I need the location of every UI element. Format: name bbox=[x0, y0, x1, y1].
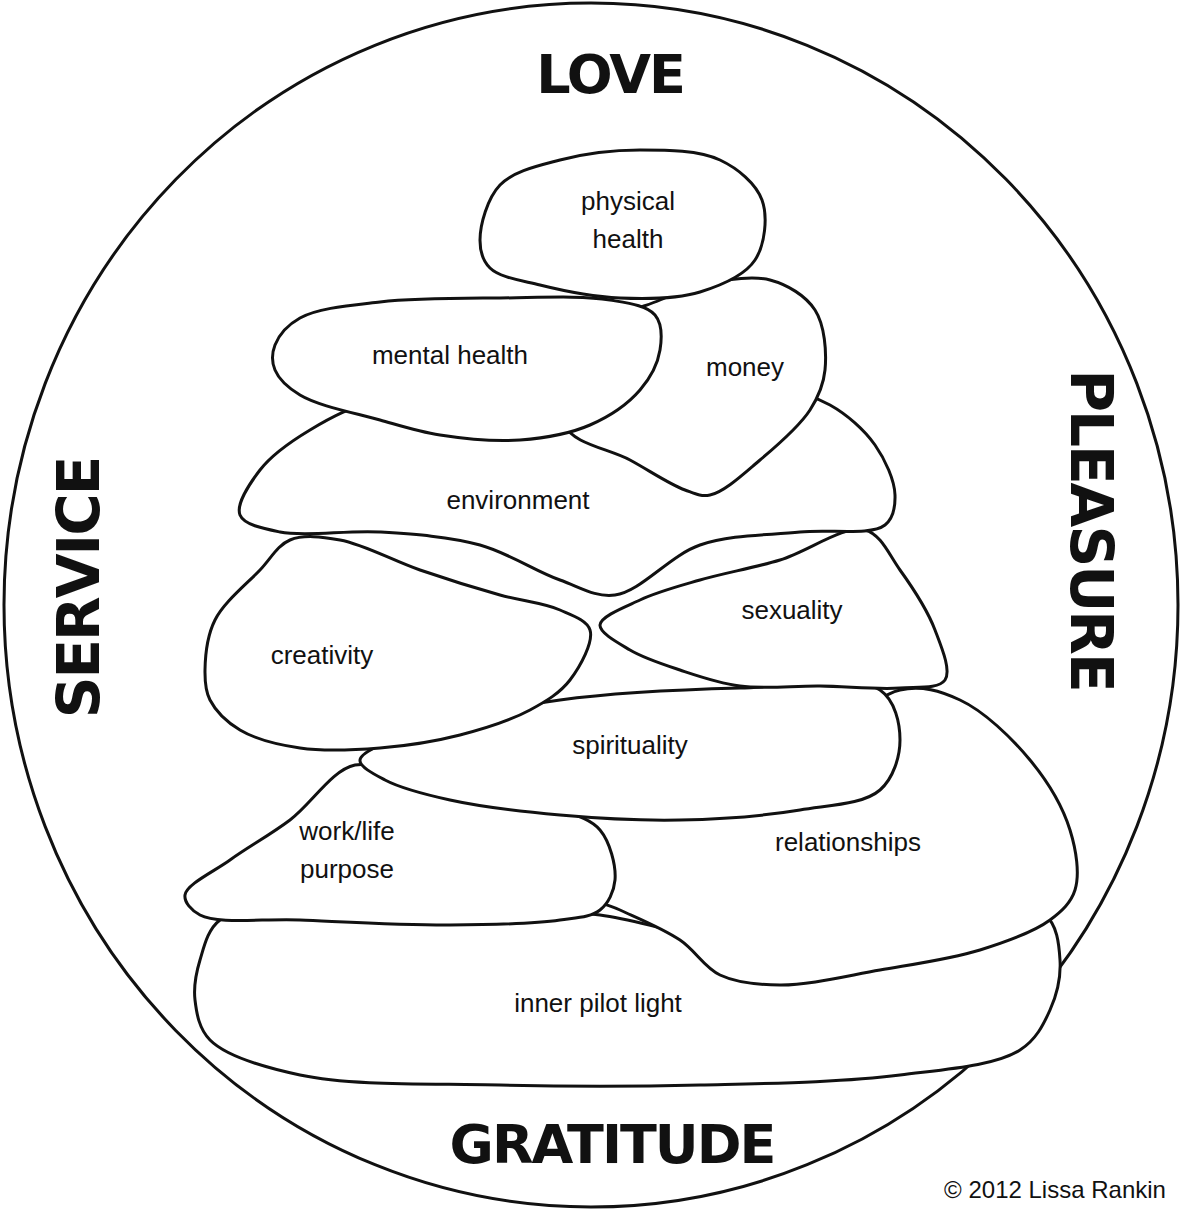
stone-label: creativity bbox=[222, 636, 422, 674]
stone-label: relationships bbox=[728, 823, 968, 861]
stone-outline bbox=[360, 682, 900, 821]
stone-label: physical health bbox=[548, 182, 708, 258]
stone-label: sexuality bbox=[692, 591, 892, 629]
theme-word: SERVICE bbox=[48, 458, 112, 719]
stone-label: inner pilot light bbox=[468, 984, 728, 1022]
theme-word: PLEASURE bbox=[1058, 369, 1122, 690]
copyright-note: © 2012 Lissa Rankin bbox=[944, 1177, 1166, 1203]
theme-word: GRATITUDE bbox=[450, 1115, 775, 1174]
stone-label: environment bbox=[398, 481, 638, 519]
theme-word: SERVICE bbox=[48, 458, 112, 719]
stone-label: work/life purpose bbox=[272, 812, 422, 888]
stone-outline bbox=[480, 150, 765, 299]
stone-shape: mental health bbox=[263, 286, 672, 452]
theme-word: LOVE bbox=[536, 45, 684, 104]
copyright-note: © 2012 Lissa Rankin bbox=[944, 1177, 1166, 1203]
stone-label: mental health bbox=[330, 336, 570, 374]
frame-circle bbox=[4, 3, 1178, 1207]
stone-outline bbox=[195, 903, 1061, 1086]
theme-word: PLEASURE bbox=[1058, 369, 1122, 690]
stone-outline bbox=[600, 529, 947, 688]
stone-outline bbox=[185, 764, 615, 925]
theme-word: GRATITUDE bbox=[450, 1115, 775, 1174]
stone-shape: physical health bbox=[468, 138, 774, 310]
stone-label: spirituality bbox=[520, 726, 740, 764]
stone-label: money bbox=[675, 348, 815, 386]
theme-word: LOVE bbox=[536, 45, 684, 104]
